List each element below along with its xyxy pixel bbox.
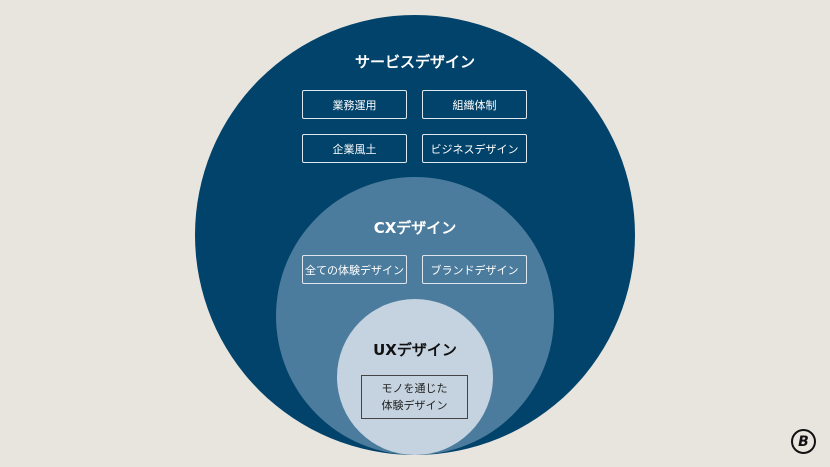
service-item: 組織体制: [422, 90, 527, 119]
cx-item: 全ての体験デザイン: [302, 255, 407, 284]
ux-item-line: モノを通じた: [381, 382, 448, 395]
cx-item: ブランドデザイン: [422, 255, 527, 284]
service-item: 業務運用: [302, 90, 407, 119]
cx-design-title: CXデザイン: [373, 219, 457, 237]
ux-item: モノを通じた 体験デザイン: [361, 375, 468, 419]
service-design-title: サービスデザイン: [354, 53, 475, 71]
ux-item-line: 体験デザイン: [381, 399, 448, 412]
service-item: ビジネスデザイン: [422, 134, 527, 163]
brand-logo-icon: B: [791, 429, 816, 454]
ux-design-title: UXデザイン: [373, 341, 457, 359]
service-item: 企業風土: [302, 134, 407, 163]
